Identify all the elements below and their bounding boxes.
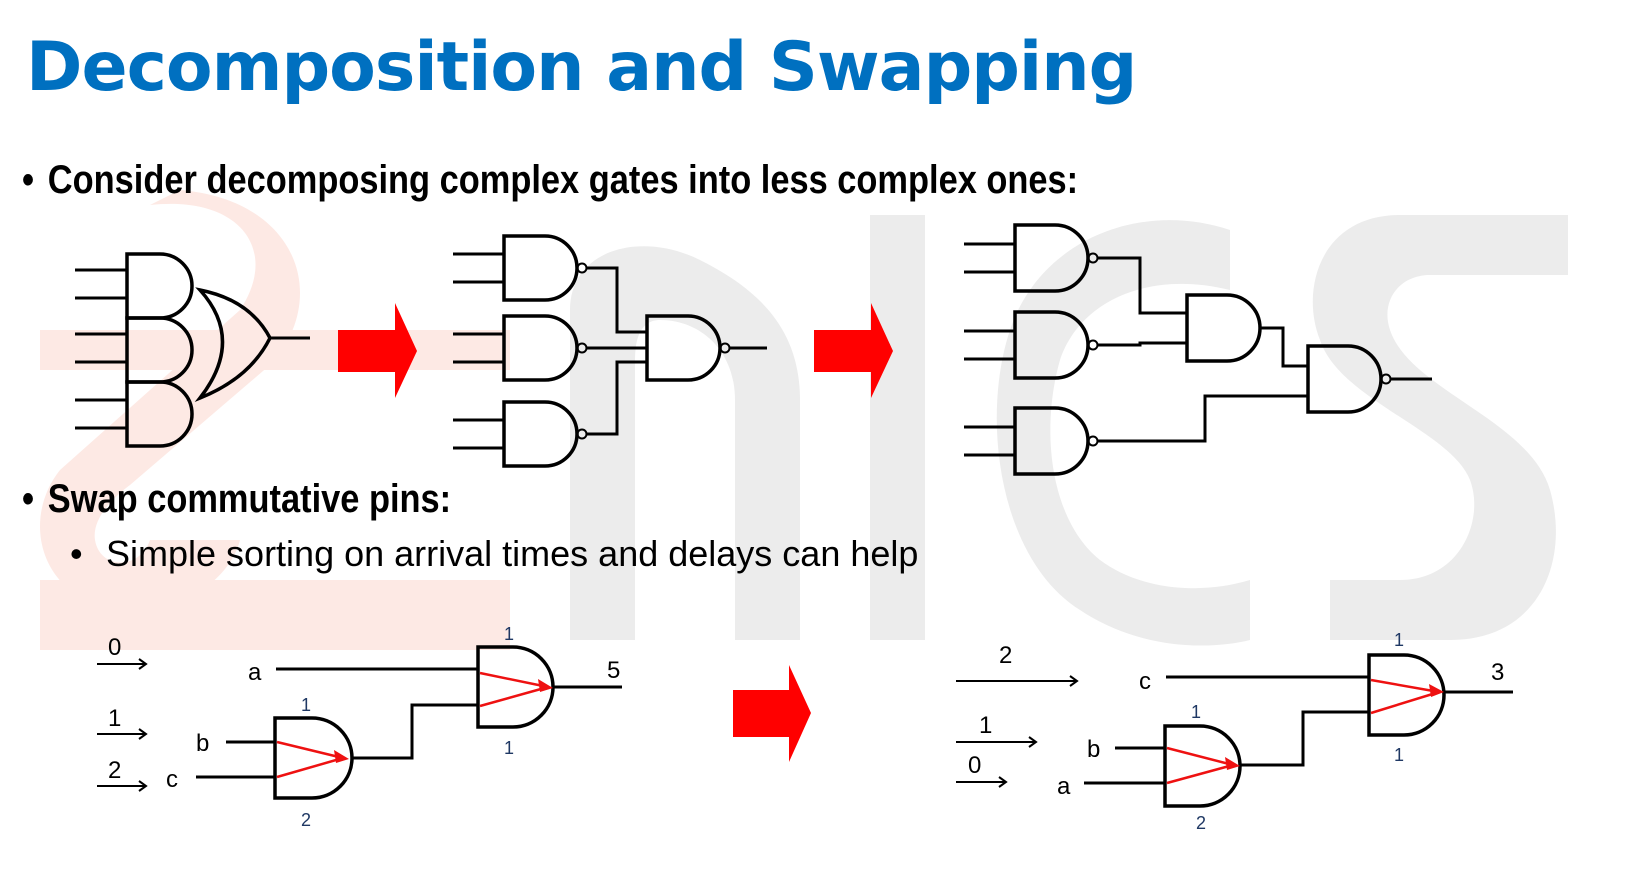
nand-gate-icon: [1013, 310, 1090, 380]
nand-gate-icon: [502, 400, 579, 468]
bullet-swap-text: Swap commutative pins:: [47, 477, 452, 521]
delay-arc-icon: [276, 671, 549, 779]
input-label: c: [1139, 668, 1151, 695]
and-gate-icon: [273, 716, 354, 800]
bullet-decompose: • Consider decomposing complex gates into…: [22, 158, 1078, 203]
delay-label: 1: [1394, 630, 1404, 650]
nand-gate-icon: [502, 234, 579, 302]
inverter-bubble-icon: [576, 342, 588, 354]
bullet-dot-icon: •: [22, 158, 35, 202]
inverter-bubble-icon: [1087, 339, 1099, 351]
arrival-arrow-icon: [97, 658, 148, 792]
delay-arc-icon: [1166, 678, 1440, 785]
arrival-time-label: 0: [968, 752, 981, 779]
arrowhead-icon: [334, 750, 349, 763]
and-gate-icon: [125, 252, 194, 320]
output-time-label: 5: [607, 657, 620, 684]
arrival-time-label: 1: [979, 712, 992, 739]
swap-before-circuit: 0 1 2 a b c 1 2 1 1 5: [97, 624, 622, 830]
or-gate-icon: [194, 287, 272, 403]
wire: [964, 242, 1432, 457]
nand-gate-icon: [645, 314, 722, 382]
output-time-label: 3: [1491, 659, 1504, 686]
transform-arrow-icon: [733, 665, 811, 762]
nand-gate-icon: [1013, 406, 1090, 476]
arrival-time-label: 1: [108, 705, 121, 732]
watermark-letters-icon: [570, 215, 1568, 646]
delay-label: 2: [301, 810, 311, 830]
watermark-ampersand-icon: [40, 190, 510, 650]
inverter-bubble-icon: [1087, 435, 1099, 447]
inverter-bubble-icon: [719, 342, 731, 354]
and-gate-icon: [1185, 293, 1262, 363]
transform-arrow-icon: [338, 303, 417, 398]
input-wire: [75, 268, 310, 430]
sub-bullet-dot-icon: •: [70, 533, 83, 574]
arrowhead-icon: [1429, 684, 1444, 697]
slide-title: Decomposition and Swapping: [26, 28, 1137, 107]
arrival-time-label: 2: [999, 642, 1012, 669]
wire: [1084, 675, 1513, 785]
arrival-time-label: 0: [108, 634, 121, 661]
inverter-bubble-icon: [1087, 252, 1099, 264]
nand-nand-circuit: [453, 234, 767, 468]
wire: [453, 252, 767, 450]
inverter-bubble-icon: [1380, 373, 1392, 385]
input-label: c: [166, 766, 178, 793]
inverter-bubble-icon: [576, 428, 588, 440]
input-label: a: [1057, 773, 1071, 800]
delay-label: 2: [1196, 813, 1206, 833]
wire: [196, 667, 622, 779]
delay-label: 1: [1394, 745, 1404, 765]
input-label: b: [1087, 736, 1100, 763]
transform-arrow-icon: [814, 303, 893, 398]
sub-bullet-sorting: • Simple sorting on arrival times and del…: [70, 533, 918, 575]
input-label: a: [248, 659, 262, 686]
nand-gate-icon: [1306, 344, 1383, 414]
and-gate-icon: [1367, 653, 1446, 737]
and-gate-icon: [476, 645, 555, 729]
decomposed-circuit: [964, 223, 1432, 476]
inverter-bubble-icon: [576, 262, 588, 274]
nand-gate-icon: [502, 314, 579, 382]
delay-label: 1: [301, 695, 311, 715]
arrowhead-icon: [1225, 757, 1240, 770]
and-gate-icon: [1163, 724, 1242, 808]
bullet-swap: • Swap commutative pins:: [22, 477, 451, 522]
bullet-decompose-text: Consider decomposing complex gates into …: [47, 158, 1079, 202]
nand-gate-icon: [1013, 223, 1090, 293]
delay-label: 1: [1191, 702, 1201, 722]
sub-bullet-sorting-text: Simple sorting on arrival times and dela…: [106, 533, 919, 574]
arrival-arrow-icon: [956, 675, 1079, 788]
and-gate-icon: [125, 316, 194, 384]
delay-label: 1: [504, 738, 514, 758]
delay-label: 1: [504, 624, 514, 644]
arrival-time-label: 2: [108, 757, 121, 784]
arrowhead-icon: [538, 679, 553, 692]
input-label: b: [196, 730, 209, 757]
complex-gate: [75, 252, 310, 448]
and-gate-icon: [125, 380, 194, 448]
swap-after-circuit: 2 1 0 c b a 1 2 1 1 3: [956, 630, 1513, 833]
bullet-dot-icon: •: [22, 477, 35, 521]
